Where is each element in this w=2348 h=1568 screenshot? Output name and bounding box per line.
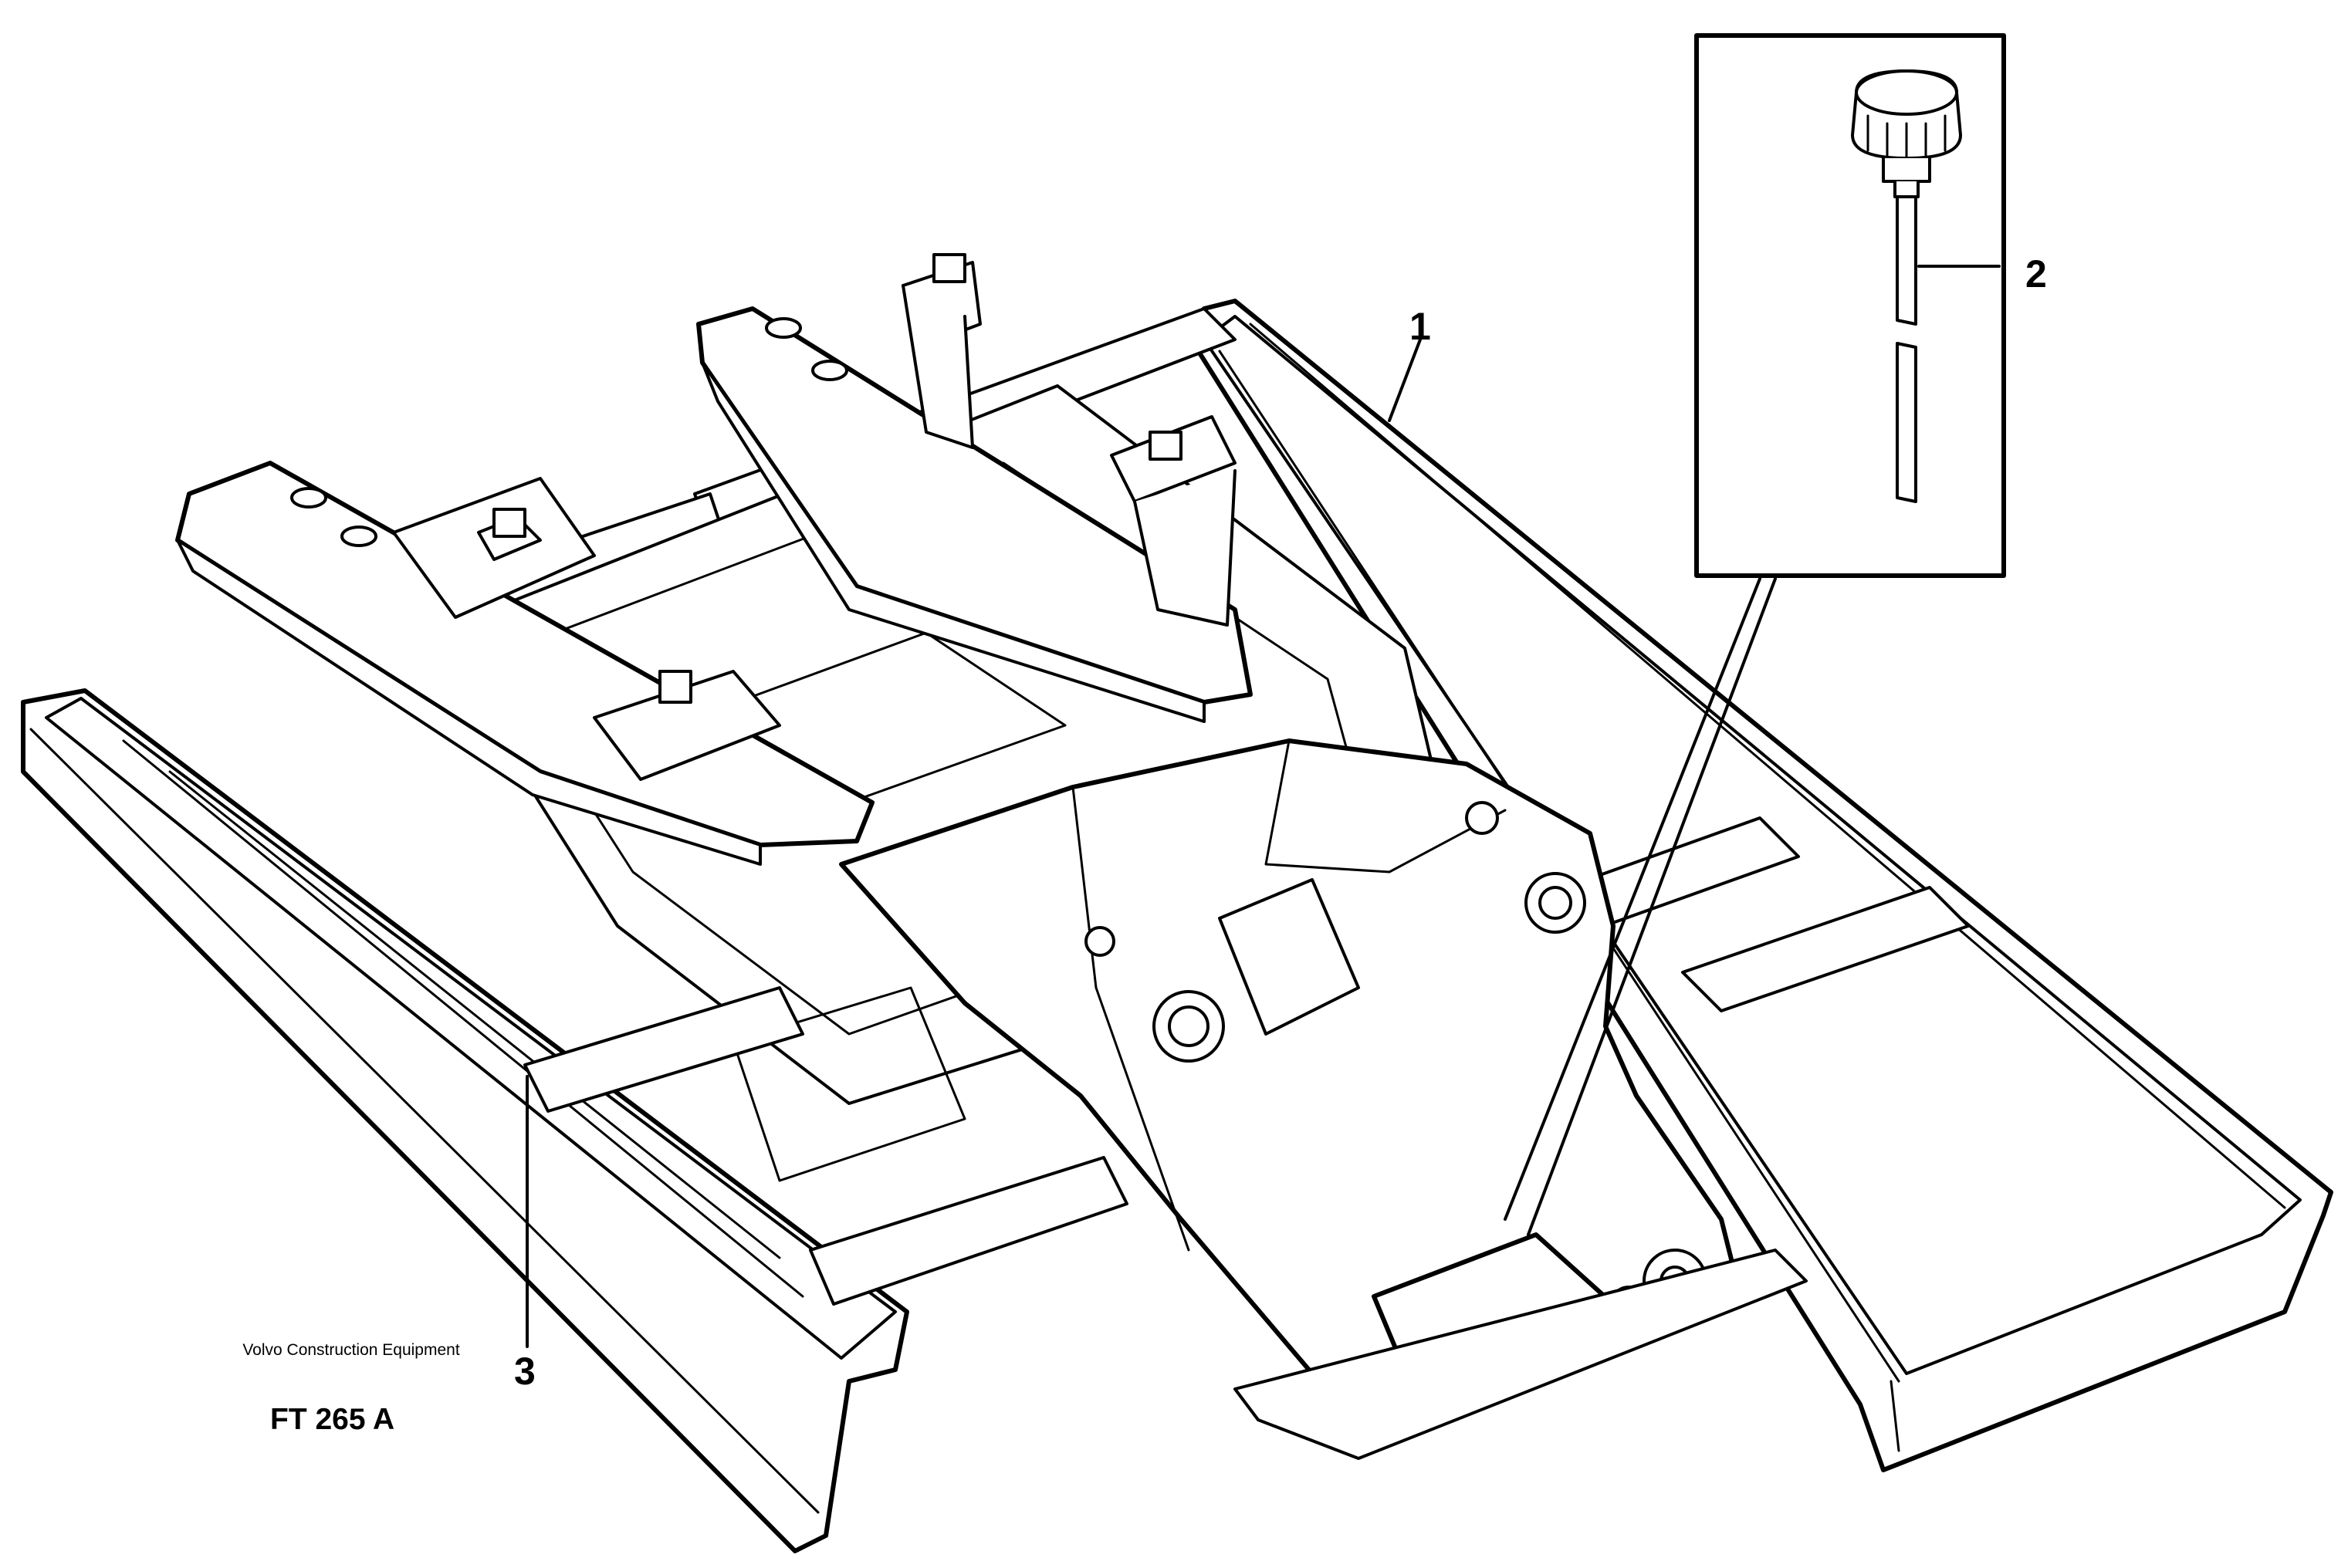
leader-lines [526,265,2001,1348]
dipstick-rod [1896,195,1917,503]
right-upper-beam [696,306,1253,723]
figure-code: FT 265 A [270,1403,395,1436]
callout-3: 3 [514,1350,536,1393]
dipstick-knob [1851,69,1962,198]
dipstick-inset [1694,33,2006,578]
rubber-mount-center [593,670,781,781]
callout-2: 2 [2025,252,2047,296]
rubber-mount-left [392,477,596,619]
manufacturer-caption: Volvo Construction Equipment [242,1341,460,1359]
callout-1: 1 [1409,305,1431,348]
rubber-mount-rear [902,253,982,449]
boom-bracket [839,738,1739,1422]
rubber-mount-right [1110,415,1237,627]
left-side-frame [21,688,909,1553]
bottom-plate [1233,1249,1808,1460]
